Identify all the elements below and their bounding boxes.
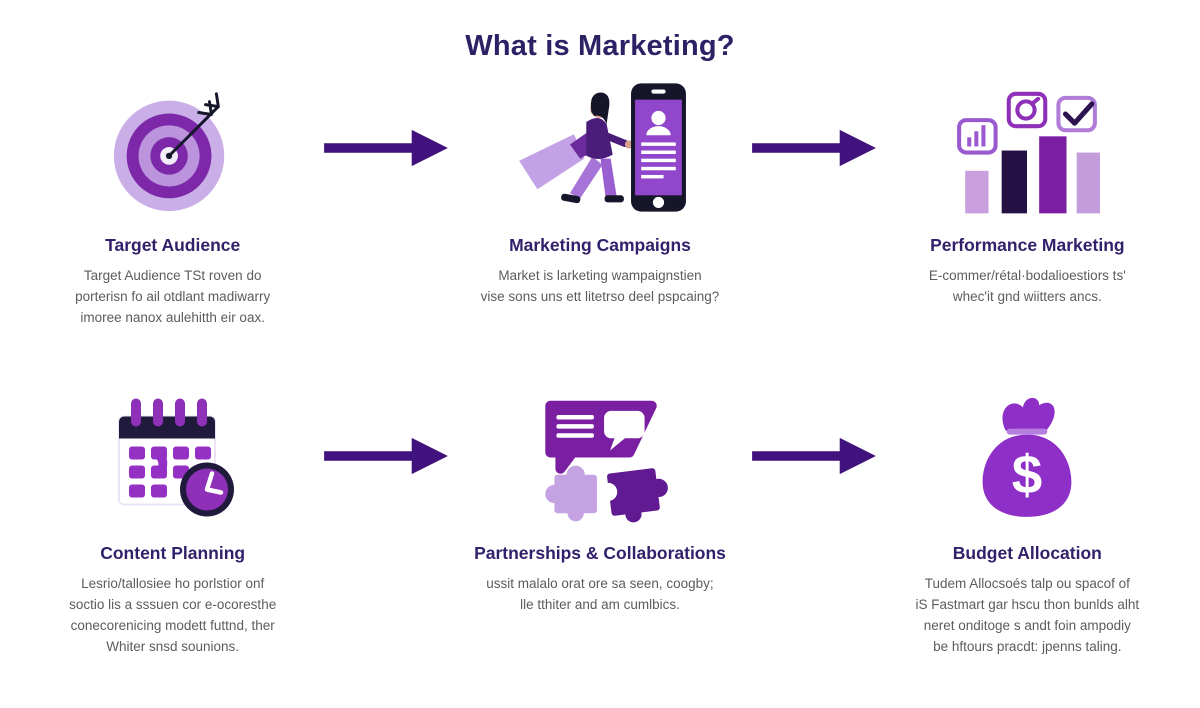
right-arrow-icon <box>748 73 880 223</box>
right-arrow-icon <box>748 381 880 531</box>
right-arrow-icon <box>324 437 449 474</box>
right-arrow-icon <box>320 73 452 223</box>
camera-lens-badge-icon <box>1007 91 1048 129</box>
section-partnerships-collaborations: Partnerships & Collaborations ussit mala… <box>452 381 747 658</box>
puzzle-piece-light-icon <box>545 465 597 522</box>
right-arrow-icon <box>320 381 452 531</box>
smartphone-icon <box>631 83 686 212</box>
section-description: Tudem Allocsoés talp ou spacof of iS Fas… <box>915 575 1140 654</box>
section-marketing-campaigns: Marketing Campaigns Market is larketing … <box>452 73 747 329</box>
section-heading: Budget Allocation <box>952 542 1102 563</box>
bar-chart-icon <box>951 73 1103 223</box>
calendar-clock-icon <box>103 381 243 531</box>
dollar-sign: $ <box>1012 443 1043 505</box>
section-description: Target Audience TSt roven do porterisn f… <box>75 268 271 325</box>
chat-puzzle-icon <box>545 401 668 523</box>
infographic-page: What is Marketing? Target Audience Targe… <box>0 30 1200 657</box>
checkbox-badge-icon <box>1056 95 1098 133</box>
money-bag-icon: $ <box>982 397 1072 517</box>
calendar-clock-icon <box>117 398 234 517</box>
sections-grid: Target Audience Target Audience TSt rove… <box>25 73 1175 657</box>
target-bullseye-icon <box>113 92 224 212</box>
bar-3 <box>1039 136 1067 214</box>
page-title: What is Marketing? <box>465 30 735 62</box>
bar-chart-icon <box>957 91 1101 214</box>
section-heading: Partnerships & Collaborations <box>474 542 726 563</box>
section-heading: Content Planning <box>100 542 246 563</box>
section-heading: Target Audience <box>105 235 241 255</box>
chat-puzzle-icon <box>524 381 676 531</box>
right-arrow-icon <box>324 129 449 167</box>
section-content-planning: Content Planning Lesrio/tallosiee ho por… <box>25 381 320 658</box>
right-arrow-icon <box>751 129 876 167</box>
money-bag-icon: $ <box>971 381 1083 531</box>
target-bullseye-icon <box>104 73 242 223</box>
home-button-icon <box>652 196 665 209</box>
megaphone-woman-phone-icon <box>519 83 686 212</box>
megaphone-beam <box>519 134 585 190</box>
section-target-audience: Target Audience Target Audience TSt rove… <box>25 73 320 329</box>
section-performance-marketing: Performance Marketing E-commer/rétal·bod… <box>880 73 1175 329</box>
section-description: Market is larketing wampaignstien vise s… <box>480 268 720 304</box>
speech-bubble-icon <box>545 401 657 475</box>
mini-chart-badge-icon <box>957 118 998 155</box>
bar-4 <box>1076 152 1101 214</box>
puzzle-piece-dark-icon <box>598 468 668 523</box>
avatar-icon <box>651 110 666 126</box>
section-description: ussit malalo orat ore sa seen, coogby; l… <box>486 575 714 612</box>
section-description: Lesrio/tallosiee ho porlstior onf soctio… <box>69 575 277 654</box>
bar-1 <box>965 170 989 214</box>
megaphone-woman-phone-icon <box>511 73 689 223</box>
right-arrow-icon <box>751 437 876 474</box>
section-budget-allocation: $ Budget Allocation Tudem Allocsoés talp… <box>880 381 1175 658</box>
clock-icon <box>179 462 234 517</box>
bar-2 <box>1001 150 1028 214</box>
section-description: E-commer/rétal·bodalioestiors ts' whec'i… <box>928 268 1126 304</box>
section-heading: Performance Marketing <box>930 235 1125 255</box>
section-heading: Marketing Campaigns <box>509 235 691 255</box>
